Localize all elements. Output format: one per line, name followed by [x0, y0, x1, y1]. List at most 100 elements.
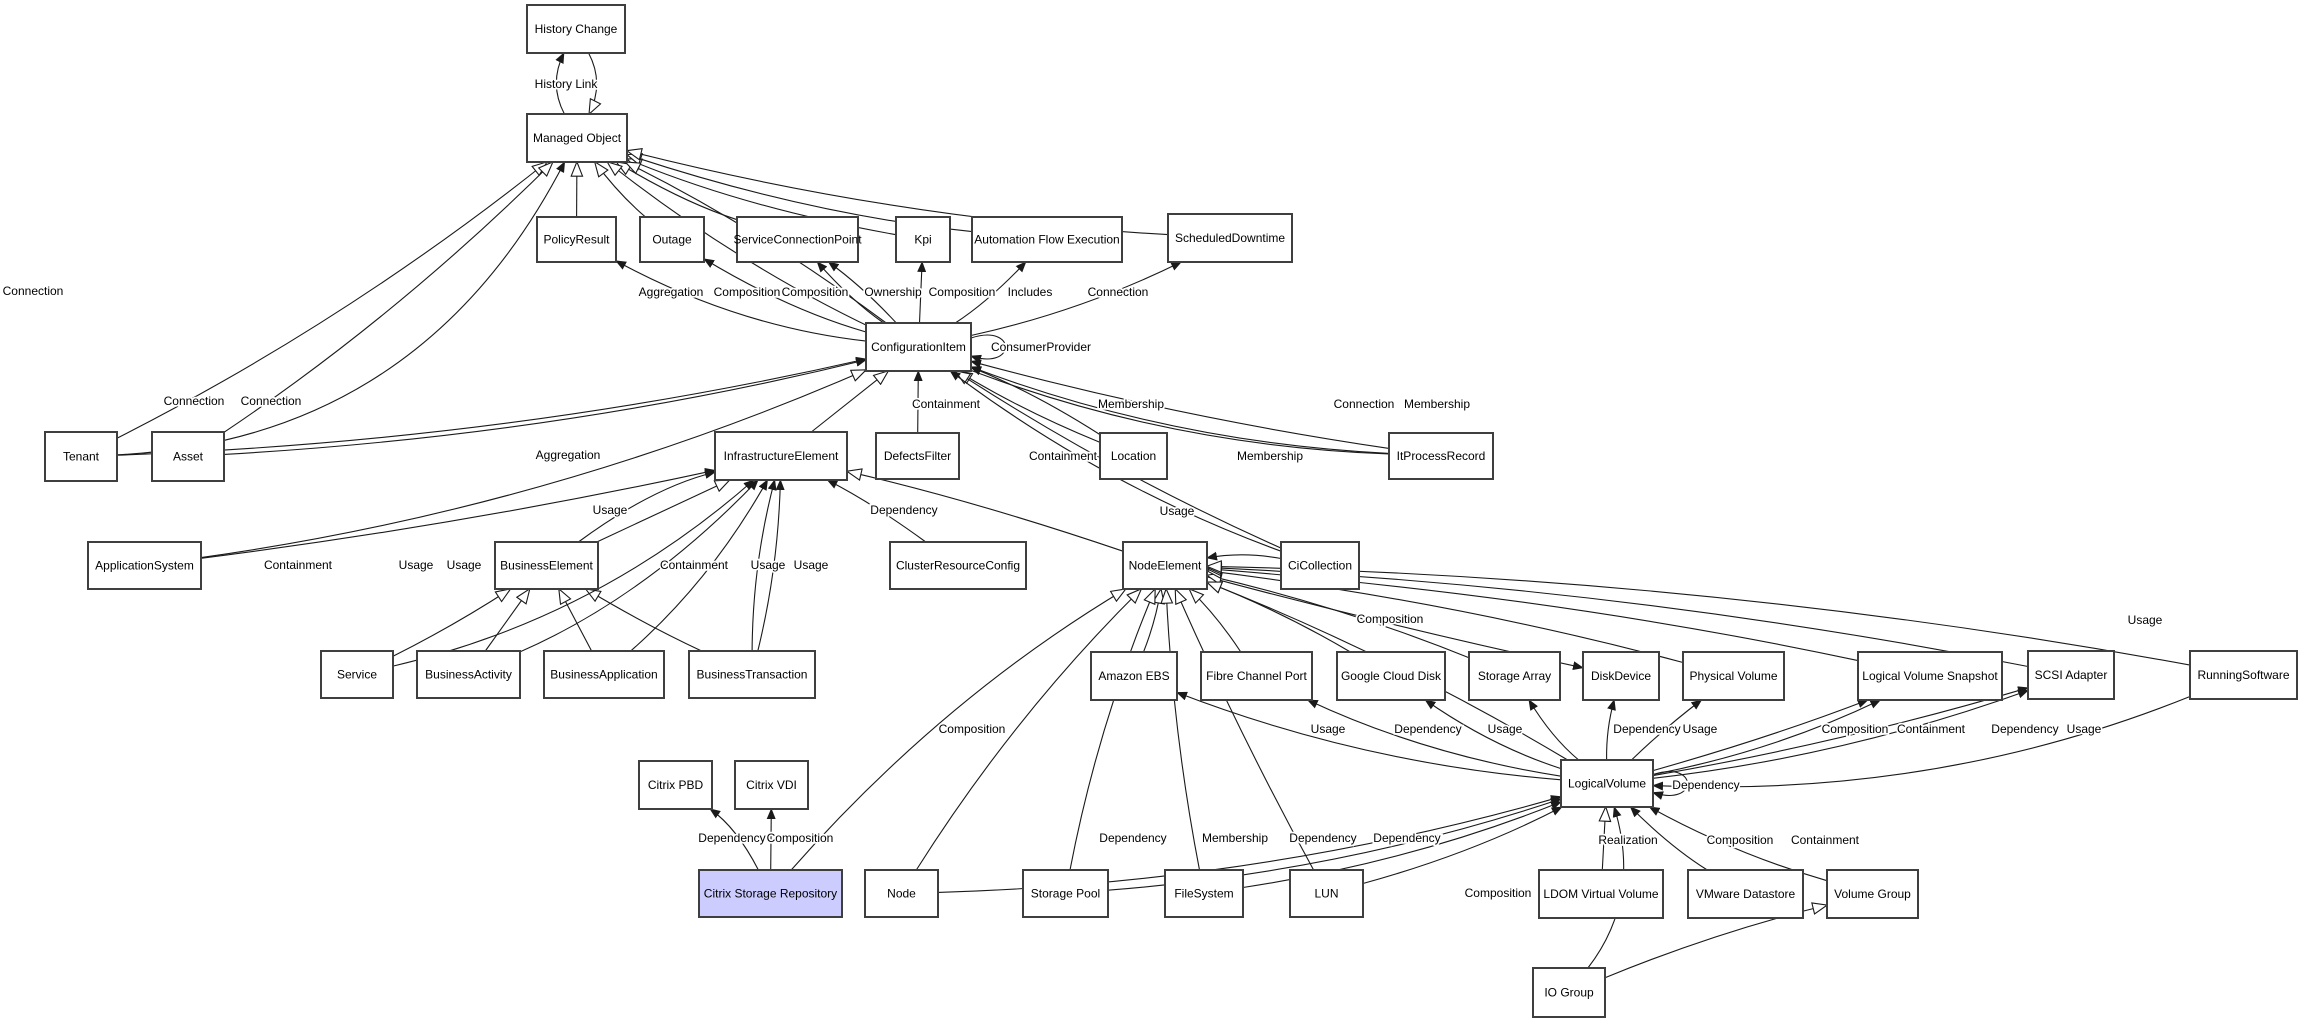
node-box[interactable] [714, 431, 848, 481]
node-google-cloud-disk[interactable]: Google Cloud Disk [1336, 651, 1446, 701]
node-ci-collection[interactable]: CiCollection [1280, 541, 1360, 590]
node-logical-volume[interactable]: LogicalVolume [1560, 759, 1654, 808]
node-running-software[interactable]: RunningSoftware [2189, 650, 2298, 700]
node-box[interactable] [1532, 967, 1606, 1018]
node-box[interactable] [889, 541, 1027, 590]
node-box[interactable] [1289, 869, 1364, 918]
node-box-highlighted[interactable] [698, 869, 843, 918]
node-box[interactable] [1682, 651, 1785, 701]
node-asset[interactable]: Asset [151, 431, 225, 482]
node-scsi-adapter[interactable]: SCSI Adapter [2027, 650, 2115, 700]
node-box[interactable] [875, 432, 960, 480]
node-citrix-storage-repository[interactable]: Citrix Storage Repository [698, 869, 843, 918]
node-storage-array[interactable]: Storage Array [1468, 651, 1561, 701]
node-location[interactable]: Location [1099, 432, 1168, 480]
node-box[interactable] [864, 869, 939, 918]
node-file-system[interactable]: FileSystem [1164, 869, 1244, 918]
edge-outage-to-managed-object [595, 162, 646, 218]
node-box[interactable] [151, 431, 225, 482]
node-disk-device[interactable]: DiskDevice [1582, 651, 1660, 701]
node-node-element[interactable]: NodeElement [1122, 541, 1208, 590]
edge-label: Usage [751, 558, 786, 572]
node-logical-volume-snapshot[interactable]: Logical Volume Snapshot [1857, 651, 2003, 701]
node-box[interactable] [494, 541, 599, 590]
node-it-process-record[interactable]: ItProcessRecord [1388, 432, 1494, 480]
edge-label: Composition [782, 285, 849, 299]
node-box[interactable] [1164, 869, 1244, 918]
node-box[interactable] [971, 216, 1123, 263]
node-vmware-datastore[interactable]: VMware Datastore [1687, 869, 1804, 919]
node-box[interactable] [87, 541, 202, 590]
edge-volume-group-to-logical-volume [1648, 806, 1828, 882]
node-scheduled-downtime[interactable]: ScheduledDowntime [1167, 213, 1293, 263]
node-infrastructure-element[interactable]: InfrastructureElement [714, 431, 848, 481]
node-business-activity[interactable]: BusinessActivity [416, 650, 521, 699]
node-box[interactable] [1687, 869, 1804, 919]
node-kpi[interactable]: Kpi [895, 216, 951, 263]
node-box[interactable] [1468, 651, 1561, 701]
node-lun[interactable]: LUN [1289, 869, 1364, 918]
node-box[interactable] [1122, 541, 1208, 590]
node-box[interactable] [639, 216, 705, 263]
node-box[interactable] [1560, 759, 1654, 808]
node-history-change[interactable]: History Change [526, 4, 626, 54]
node-box[interactable] [1826, 869, 1919, 919]
node-box[interactable] [1857, 651, 2003, 701]
node-box[interactable] [2189, 650, 2298, 700]
node-volume-group[interactable]: Volume Group [1826, 869, 1919, 919]
node-automation-flow-execution[interactable]: Automation Flow Execution [971, 216, 1123, 263]
edge-business-transaction-to-business-element [586, 589, 702, 652]
edge-label: Usage [1683, 722, 1718, 736]
node-configuration-item[interactable]: ConfigurationItem [865, 322, 972, 372]
node-box[interactable] [895, 216, 951, 263]
node-box[interactable] [1336, 651, 1446, 701]
node-box[interactable] [1388, 432, 1494, 480]
node-box[interactable] [1099, 432, 1168, 480]
node-cluster-resource-config[interactable]: ClusterResourceConfig [889, 541, 1027, 590]
node-label: NodeElement [1129, 559, 1202, 573]
node-defects-filter[interactable]: DefectsFilter [875, 432, 960, 480]
node-box[interactable] [2027, 650, 2115, 700]
node-box[interactable] [638, 760, 713, 810]
edge-application-system-to-configuration-item [200, 370, 866, 559]
node-managed-object[interactable]: Managed Object [526, 113, 628, 163]
node-tenant[interactable]: Tenant [44, 431, 118, 482]
node-box[interactable] [688, 650, 816, 699]
node-box[interactable] [320, 650, 394, 699]
node-service[interactable]: Service [320, 650, 394, 699]
node-application-system[interactable]: ApplicationSystem [87, 541, 202, 590]
node-ldom-virtual-volume[interactable]: LDOM Virtual Volume [1538, 869, 1664, 919]
node-box[interactable] [1538, 869, 1664, 919]
node-business-application[interactable]: BusinessApplication [543, 650, 665, 699]
node-citrix-pbd[interactable]: Citrix PBD [638, 760, 713, 810]
node-citrix-vdi[interactable]: Citrix VDI [734, 760, 809, 810]
node-amazon-ebs[interactable]: Amazon EBS [1090, 651, 1178, 701]
node-node[interactable]: Node [864, 869, 939, 918]
node-box[interactable] [1582, 651, 1660, 701]
node-business-element[interactable]: BusinessElement [494, 541, 599, 590]
node-box[interactable] [543, 650, 665, 699]
node-physical-volume[interactable]: Physical Volume [1682, 651, 1785, 701]
node-box[interactable] [416, 650, 521, 699]
node-service-connection-point[interactable]: ServiceConnectionPoint [733, 216, 862, 263]
node-storage-pool[interactable]: Storage Pool [1022, 869, 1109, 918]
node-box[interactable] [734, 760, 809, 810]
node-box[interactable] [736, 216, 859, 263]
edge-logical-volume-to-logical-volume-snapshot [1652, 699, 1869, 772]
node-box[interactable] [526, 4, 626, 54]
node-box[interactable] [1280, 541, 1360, 590]
node-box[interactable] [865, 322, 972, 372]
node-policy-result[interactable]: PolicyResult [536, 216, 617, 263]
node-business-transaction[interactable]: BusinessTransaction [688, 650, 816, 699]
node-outage[interactable]: Outage [639, 216, 705, 263]
edge-label: Containment [264, 558, 333, 572]
node-box[interactable] [44, 431, 118, 482]
node-box[interactable] [536, 216, 617, 263]
node-box[interactable] [1167, 213, 1293, 263]
node-fibre-channel-port[interactable]: Fibre Channel Port [1200, 651, 1313, 701]
node-box[interactable] [1200, 651, 1313, 701]
node-io-group[interactable]: IO Group [1532, 967, 1606, 1018]
node-box[interactable] [1022, 869, 1109, 918]
node-box[interactable] [526, 113, 628, 163]
node-box[interactable] [1090, 651, 1178, 701]
